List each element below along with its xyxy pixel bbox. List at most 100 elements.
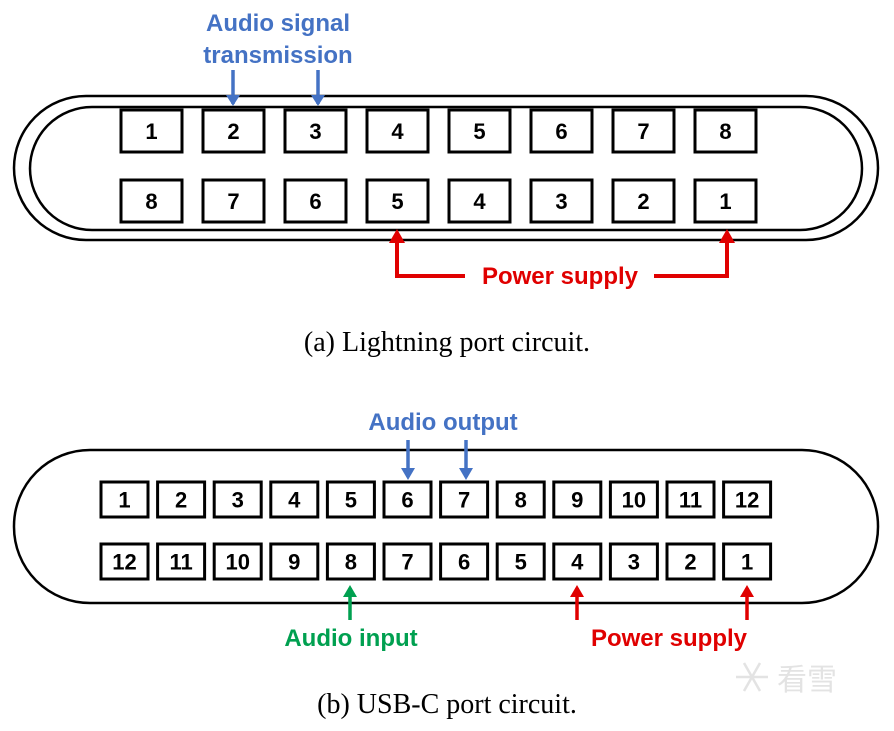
lightning-top-pin-box (201, 108, 266, 154)
lightning-bottom-pin-box (447, 178, 512, 224)
usbc-bottom-pin-12: 12 (99, 542, 150, 581)
usbc-top-pin-box (665, 480, 716, 519)
lightning-bottom-pin-box (119, 178, 184, 224)
usbc-power-arrowhead-pin1 (740, 585, 754, 597)
usbc-bottom-pin-9: 9 (269, 542, 320, 581)
usbc-top-pin-box (269, 480, 320, 519)
lightning-bottom-pin-label: 5 (391, 189, 403, 214)
usbc-top-pin-8: 8 (495, 480, 546, 519)
lightning-top-pin-label: 4 (391, 119, 404, 144)
lightning-power-connector (395, 238, 729, 278)
lightning-outer-shell (12, 94, 880, 242)
usbc-top-pin-box (325, 480, 376, 519)
lightning-power-arrowhead-pin5 (389, 229, 405, 243)
usbc-bottom-pin-box (269, 542, 320, 581)
usbc-bottom-pin-box (99, 542, 150, 581)
lightning-audio-arrowhead-pin3 (311, 95, 325, 106)
usbc-bottom-pin-box (495, 542, 546, 581)
lightning-top-pin-label: 3 (309, 119, 321, 144)
lightning-top-pin-8: 8 (693, 108, 758, 154)
usbc-top-pin-box (608, 480, 659, 519)
usbc-bottom-pin-label: 2 (684, 550, 696, 575)
lightning-top-pin-label: 8 (719, 119, 731, 144)
usbc-bottom-pin-box (325, 542, 376, 581)
usbc-top-pin-label: 3 (232, 488, 244, 513)
lightning-bottom-pin-7: 7 (201, 178, 266, 224)
usbc-bottom-pin-label: 12 (112, 550, 136, 575)
lightning-top-pin-box (283, 108, 348, 154)
lightning-power-arrowhead-pin1 (719, 229, 735, 243)
usbc-bottom-pin-8: 8 (325, 542, 376, 581)
usbc-bottom-pin-box (608, 542, 659, 581)
usbc-bottom-pin-label: 9 (288, 550, 300, 575)
usbc-bottom-pin-label: 4 (571, 550, 584, 575)
usbc-bottom-pin-5: 5 (495, 542, 546, 581)
usbc-power-label: Power supply (591, 625, 748, 652)
lightning-top-pin-row: 1 2 3 4 5 6 7 8 (119, 108, 758, 154)
usbc-top-pin-label: 1 (118, 488, 130, 513)
usbc-caption: (b) USB-C port circuit. (317, 689, 577, 720)
usbc-top-pin-box (382, 480, 433, 519)
usbc-bottom-pin-7: 7 (382, 542, 433, 581)
lightning-top-pin-box (693, 108, 758, 154)
lightning-power-label: Power supply (482, 263, 639, 290)
usbc-bottom-pin-label: 11 (169, 550, 192, 575)
lightning-bottom-pin-box (365, 178, 430, 224)
usbc-top-pin-box (552, 480, 603, 519)
usbc-bottom-pin-3: 3 (608, 542, 659, 581)
usbc-bottom-pin-box (552, 542, 603, 581)
usbc-top-pin-label: 6 (401, 488, 413, 513)
lightning-bottom-pin-5: 5 (365, 178, 430, 224)
lightning-bottom-pin-label: 1 (719, 189, 731, 214)
lightning-bottom-pin-8: 8 (119, 178, 184, 224)
usbc-audio-input-arrowhead-pin8 (343, 585, 357, 597)
usbc-top-pin-2: 2 (156, 480, 207, 519)
usbc-top-pin-label: 9 (571, 488, 583, 513)
usbc-top-pin-label: 7 (458, 488, 470, 513)
lightning-bottom-pin-1: 1 (693, 178, 758, 224)
lightning-top-pin-box (529, 108, 594, 154)
lightning-top-pin-label: 5 (473, 119, 485, 144)
lightning-top-pin-label: 2 (227, 119, 239, 144)
lightning-caption: (a) Lightning port circuit. (304, 327, 590, 358)
lightning-top-pin-6: 6 (529, 108, 594, 154)
usbc-top-pin-label: 2 (175, 488, 187, 513)
lightning-top-pin-label: 6 (555, 119, 567, 144)
lightning-bottom-pin-3: 3 (529, 178, 594, 224)
usbc-top-pin-label: 4 (288, 488, 301, 513)
lightning-bottom-pin-box (529, 178, 594, 224)
usbc-bottom-pin-box (156, 542, 207, 581)
usbc-bottom-pin-4: 4 (552, 542, 603, 581)
lightning-top-pin-3: 3 (283, 108, 348, 154)
usbc-top-pin-label: 12 (735, 488, 759, 513)
usbc-audio-output-arrowhead-pin6 (401, 468, 415, 480)
usbc-top-pin-6: 6 (382, 480, 433, 519)
usbc-top-pin-12: 12 (722, 480, 773, 519)
usbc-bottom-pin-6: 6 (439, 542, 490, 581)
usbc-bottom-pin-box (722, 542, 773, 581)
usbc-top-pin-label: 11 (679, 488, 702, 513)
usbc-top-pin-11: 11 (665, 480, 716, 519)
usbc-top-pin-box (722, 480, 773, 519)
lightning-bottom-pin-label: 2 (637, 189, 649, 214)
usbc-top-pin-5: 5 (325, 480, 376, 519)
lightning-top-pin-label: 7 (637, 119, 649, 144)
usbc-audio-input-label: Audio input (284, 625, 417, 652)
lightning-bottom-pin-box (611, 178, 676, 224)
usbc-bottom-pin-label: 10 (225, 550, 249, 575)
usbc-bottom-pin-label: 1 (741, 550, 753, 575)
usbc-bottom-pin-label: 5 (515, 550, 527, 575)
lightning-top-pin-box (447, 108, 512, 154)
lightning-bottom-pin-label: 3 (555, 189, 567, 214)
lightning-top-pin-1: 1 (119, 108, 184, 154)
lightning-top-pin-box (365, 108, 430, 154)
lightning-top-pin-2: 2 (201, 108, 266, 154)
lightning-bottom-pin-4: 4 (447, 178, 512, 224)
usbc-bottom-pin-11: 11 (156, 542, 207, 581)
lightning-top-pin-box (611, 108, 676, 154)
usbc-bottom-pin-label: 7 (401, 550, 413, 575)
usbc-bottom-pin-label: 8 (345, 550, 357, 575)
